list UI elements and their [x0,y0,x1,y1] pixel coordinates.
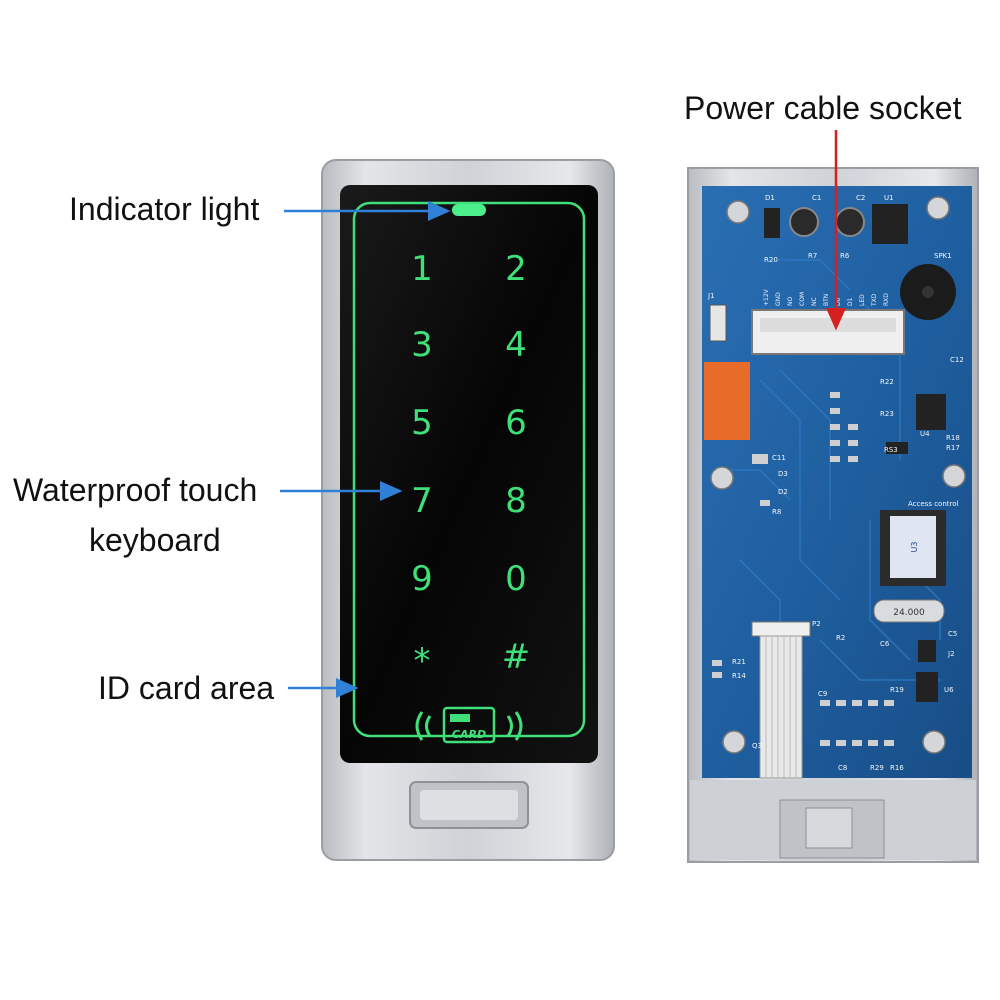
silk-r7: R7 [808,252,817,260]
key-9: 9 [411,559,433,599]
silk-q3: Q3 [752,742,762,750]
key-4: 4 [505,325,527,365]
silk-r17: R17 [946,444,960,452]
svg-text:NO: NO [787,297,794,306]
keypad-glow-frame [352,201,586,738]
keypad-device: 1 2 3 4 5 6 7 8 9 0 * # CARD [321,159,615,861]
silk-u4: U4 [920,430,930,438]
silk-c6: C6 [880,640,890,648]
card-area-label: ID card area [98,670,275,706]
mcu-sticker-text: U3 [910,542,919,553]
silk-d1: D1 [765,194,775,202]
key-1: 1 [411,249,433,289]
silk-r16: R16 [890,764,904,772]
svg-text:BTN: BTN [823,294,830,306]
svg-text:COM: COM [799,292,806,306]
key-7: 7 [411,481,433,521]
key-6: 6 [505,403,527,443]
keyboard-label-line2: keyboard [89,522,221,558]
svg-text:GND: GND [775,292,782,306]
svg-text:24.000: 24.000 [893,608,925,618]
indicator-light [452,204,486,216]
svg-text:U3: U3 [910,542,919,553]
card-label: CARD [452,728,486,741]
svg-text:NC: NC [811,297,818,306]
key-5: 5 [411,403,433,443]
silk-r18: R18 [946,434,960,442]
svg-text:RXD: RXD [883,293,890,306]
silk-r21: R21 [732,658,746,666]
silk-c12: C12 [950,356,964,364]
key-8: 8 [505,481,527,521]
keypad-keys: 1 2 3 4 5 6 7 8 9 0 * # [411,249,530,681]
key-2: 2 [505,249,527,289]
silk-r23: R23 [880,410,894,418]
svg-text:TXD: TXD [871,293,878,307]
key-hash: # [502,637,531,677]
ribbon-connector [751,621,811,637]
connector-pin-labels: +12V GND NO COM NC BTN D0 D1 LED TXD RXD [763,288,890,307]
silk-d3: D3 [778,470,788,478]
svg-text:D1: D1 [847,297,854,306]
silk-r29: R29 [870,764,884,772]
silk-spk1: SPK1 [934,252,952,260]
silk-c2: C2 [856,194,865,202]
pcb-device: U3 24.000 D1 C1 [687,167,979,863]
key-3: 3 [411,325,433,365]
silk-u3: Access control [908,500,959,508]
indicator-light-label: Indicator light [69,191,260,227]
relay [704,362,750,440]
ribbon-cable [759,635,803,779]
key-0: 0 [505,559,527,599]
silk-j2: J2 [947,650,955,658]
silk-c1: C1 [812,194,821,202]
silk-c5: C5 [948,630,957,638]
silk-r14: R14 [732,672,746,680]
silk-r2: R2 [836,634,845,642]
silk-u6: U6 [944,686,954,694]
svg-text:LED: LED [859,294,866,306]
svg-text:+12V: +12V [763,288,770,306]
key-star: * [414,641,431,681]
silk-c11: C11 [772,454,786,462]
silk-d2: D2 [778,488,788,496]
silk-rs3: RS3 [884,446,898,454]
silk-c9: C9 [818,690,827,698]
silk-j1: J1 [707,292,715,300]
card-symbol: CARD [415,706,523,744]
silk-p2: P2 [812,620,821,628]
crystal [873,599,945,623]
silk-r8: R8 [772,508,781,516]
silk-c8: C8 [838,764,847,772]
svg-text:D0: D0 [835,297,842,306]
silk-r22: R22 [880,378,894,386]
silk-r20: R20 [764,256,778,264]
silk-u1: U1 [884,194,894,202]
silk-r6: R6 [840,252,850,260]
keyboard-label-line1: Waterproof touch [13,472,258,508]
silk-r19: R19 [890,686,904,694]
power-socket-label: Power cable socket [684,90,962,126]
